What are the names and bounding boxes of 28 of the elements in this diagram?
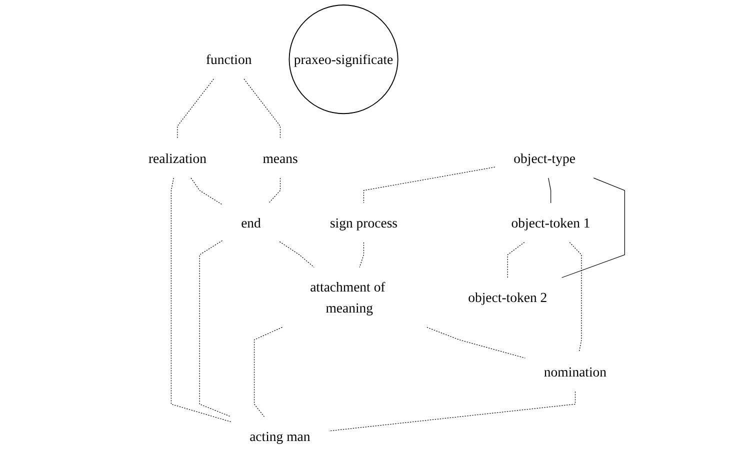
connector [507, 242, 525, 278]
connector [426, 326, 526, 358]
node-text: nomination [544, 364, 607, 380]
connector [359, 242, 364, 268]
node-circle: praxeo-significate [288, 4, 398, 114]
connector [268, 178, 281, 204]
connector [177, 78, 214, 139]
connector [244, 78, 281, 139]
node-text: means [262, 150, 298, 166]
node-text: acting man [250, 428, 310, 444]
connector [548, 178, 552, 204]
connector [199, 240, 232, 417]
connector [279, 241, 314, 268]
node-text: object-type [514, 150, 576, 166]
connector [562, 178, 625, 278]
node-text: sign process [330, 214, 398, 230]
connector [328, 391, 576, 432]
connector [254, 326, 283, 417]
connector [363, 166, 496, 204]
connector [190, 178, 223, 205]
node-text: realization [148, 150, 206, 166]
node-text: object-token 2 [468, 289, 548, 306]
connector [170, 178, 232, 422]
connector [569, 242, 582, 353]
node-text: attachment of meaning [310, 279, 386, 316]
node-text: function [206, 51, 252, 68]
node-text: object-token 1 [511, 214, 590, 230]
node-text: end [241, 214, 261, 230]
